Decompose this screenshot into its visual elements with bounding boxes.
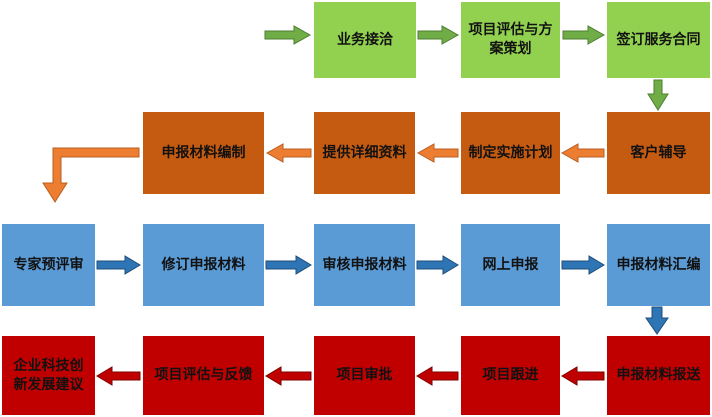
step-label: 项目评估与反馈 (154, 367, 253, 384)
arrow-left-icon (416, 143, 459, 163)
step-label: 签订服务合同 (616, 31, 701, 48)
arrow-left-icon (416, 366, 459, 386)
step-label: 项目评估与方案策划 (468, 22, 553, 57)
step-client-coaching: 客户辅导 (607, 112, 710, 194)
arrow-right-icon (561, 255, 605, 275)
step-label: 申报材料汇编 (616, 256, 701, 273)
step-label: 提供详细资料 (322, 144, 407, 161)
arrow-left-icon (96, 366, 141, 386)
arrow-down-icon (647, 79, 669, 111)
step-evaluation-planning: 项目评估与方案策划 (461, 2, 560, 78)
arrow-left-icon (561, 366, 605, 386)
arrow-left-icon (265, 143, 312, 163)
step-business-contact: 业务接洽 (314, 2, 416, 78)
arrow-right-icon (264, 25, 312, 45)
step-label: 网上申报 (482, 256, 539, 273)
step-provide-details: 提供详细资料 (314, 112, 415, 194)
step-evaluation-feedback: 项目评估与反馈 (143, 336, 264, 415)
arrow-right-icon (417, 25, 460, 45)
step-innovation-advice: 企业科技创新发展建议 (2, 336, 95, 415)
step-label: 业务接洽 (337, 31, 393, 48)
step-label: 项目审批 (336, 367, 393, 384)
step-label: 制定实施计划 (468, 144, 553, 161)
step-label: 专家预评审 (13, 256, 84, 273)
step-label: 申报材料编制 (161, 144, 246, 161)
arrow-right-icon (416, 255, 459, 275)
step-label: 客户辅导 (630, 144, 687, 161)
step-sign-contract: 签订服务合同 (607, 2, 710, 78)
step-review-materials: 审核申报材料 (314, 224, 415, 306)
arrow-right-icon (265, 255, 312, 275)
arrow-down-icon (645, 306, 669, 335)
step-label: 申报材料报送 (616, 367, 701, 384)
step-project-followup: 项目跟进 (461, 336, 560, 415)
arrow-left-icon (560, 143, 605, 163)
arrow-left-icon (265, 366, 312, 386)
step-make-plan: 制定实施计划 (461, 112, 560, 194)
step-revise-materials: 修订申报材料 (143, 224, 264, 306)
step-compile-materials: 申报材料编制 (143, 112, 264, 194)
step-project-approval: 项目审批 (314, 336, 415, 415)
arrow-right-icon (96, 255, 141, 275)
step-label: 企业科技创新发展建议 (13, 357, 84, 393)
arrow-right-icon (562, 25, 606, 45)
step-label: 修订申报材料 (161, 256, 246, 273)
step-expert-prereview: 专家预评审 (2, 224, 95, 306)
step-label: 项目跟进 (482, 367, 539, 384)
arrow-bent-down-icon (42, 147, 140, 203)
step-assemble-materials: 申报材料汇编 (607, 224, 710, 306)
step-submit-materials: 申报材料报送 (607, 336, 710, 415)
step-online-apply: 网上申报 (461, 224, 560, 306)
step-label: 审核申报材料 (322, 256, 407, 273)
